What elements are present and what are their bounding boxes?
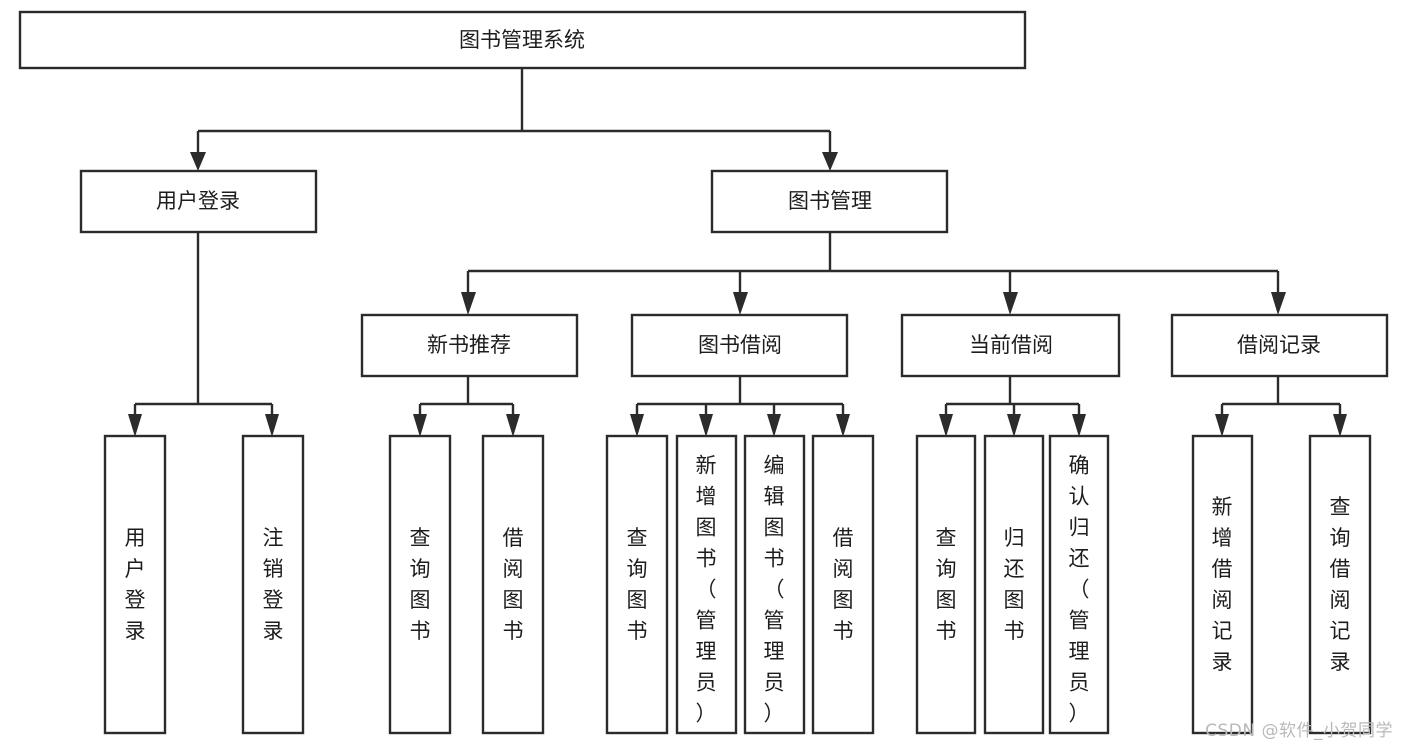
connector-layer (128, 68, 1347, 437)
arrow-to-leaf-confirm-return (1072, 414, 1086, 437)
node-book-borrow[interactable]: 图书借阅 (630, 313, 849, 378)
current-borrow-box[interactable] (900, 313, 1121, 378)
book-manage-box[interactable] (710, 169, 949, 234)
node-book-manage[interactable]: 图书管理 (710, 169, 949, 234)
node-leaf-user-login[interactable]: 用户登录 (103, 434, 167, 735)
leaf-return-book-label: 归还图书 (1004, 526, 1025, 643)
book-manage-label: 图书管理 (788, 189, 872, 213)
arrow-to-book-borrow (733, 292, 748, 315)
arrow-to-borrow-record (1271, 292, 1286, 315)
root-label: 图书管理系统 (459, 28, 585, 52)
leaf-borrow-book-1-label: 借阅图书 (503, 526, 524, 643)
arrow-to-leaf-user-login (128, 414, 142, 437)
leaf-query-book-2-label: 查询图书 (627, 526, 648, 643)
leaf-return-book-box[interactable] (983, 434, 1045, 735)
leaf-logout-box[interactable] (241, 434, 305, 735)
user-login-box[interactable] (79, 169, 318, 234)
leaf-query-book-2-box[interactable] (605, 434, 669, 735)
book-borrow-box[interactable] (630, 313, 849, 378)
arrow-to-leaf-edit-book (767, 414, 781, 437)
arrow-to-leaf-return-book (1007, 414, 1021, 437)
node-root[interactable]: 图书管理系统 (18, 10, 1027, 70)
book-borrow-label: 图书借阅 (698, 333, 782, 357)
new-book-recommend-box[interactable] (360, 313, 579, 378)
leaf-user-login-label: 用户登录 (125, 526, 146, 643)
arrow-to-leaf-query-book-3 (939, 414, 953, 437)
csdn-watermark: CSDN @软件_小贺同学 (1205, 721, 1393, 741)
node-leaf-query-record[interactable]: 查询借阅记录 (1308, 434, 1372, 735)
arrow-to-leaf-borrow-book-1 (506, 414, 520, 437)
arrow-to-leaf-query-book-1 (413, 414, 427, 437)
node-leaf-add-record[interactable]: 新增借阅记录 (1191, 434, 1254, 735)
leaf-edit-book-box[interactable] (743, 434, 806, 735)
current-borrow-label: 当前借阅 (969, 333, 1053, 357)
arrow-to-book-manage (822, 152, 838, 171)
arrow-to-leaf-borrow-book-2 (836, 414, 850, 437)
borrow-record-box[interactable] (1170, 313, 1389, 378)
arrow-to-leaf-query-record (1333, 414, 1347, 437)
arrow-to-leaf-add-record (1215, 414, 1229, 437)
node-leaf-borrow-book-1[interactable]: 借阅图书 (481, 434, 545, 735)
leaf-confirm-return-label: 确认归还（管理员） (1069, 453, 1090, 725)
node-leaf-return-book[interactable]: 归还图书 (983, 434, 1045, 735)
leaf-query-book-1-label: 查询图书 (410, 526, 431, 643)
arrow-to-user-login (190, 152, 206, 171)
arrow-to-current-borrow (1003, 292, 1018, 315)
node-leaf-query-book-1[interactable]: 查询图书 (388, 434, 452, 735)
arrow-to-leaf-query-book-2 (630, 414, 644, 437)
node-leaf-add-book[interactable]: 新增图书（管理员） (675, 434, 738, 735)
arrow-to-new-book-recommend (461, 292, 476, 315)
leaf-edit-book-label: 编辑图书（管理员） (764, 453, 785, 725)
leaf-query-book-3-box[interactable] (915, 434, 977, 735)
leaf-borrow-book-2-box[interactable] (811, 434, 875, 735)
leaf-query-book-3-label: 查询图书 (936, 526, 957, 643)
leaf-user-login-box[interactable] (103, 434, 167, 735)
node-user-login[interactable]: 用户登录 (79, 169, 318, 234)
root-box[interactable] (18, 10, 1027, 70)
node-borrow-record[interactable]: 借阅记录 (1170, 313, 1389, 378)
leaf-query-book-1-box[interactable] (388, 434, 452, 735)
arrow-to-leaf-add-book (699, 414, 713, 437)
leaf-add-book-box[interactable] (675, 434, 738, 735)
leaf-query-record-box[interactable] (1308, 434, 1372, 735)
node-leaf-logout[interactable]: 注销登录 (241, 434, 305, 735)
arrow-to-leaf-logout (265, 414, 279, 437)
leaf-add-record-box[interactable] (1191, 434, 1254, 735)
leaf-borrow-book-1-box[interactable] (481, 434, 545, 735)
node-leaf-query-book-3[interactable]: 查询图书 (915, 434, 977, 735)
leaf-query-record-label: 查询借阅记录 (1330, 495, 1351, 674)
new-book-recommend-label: 新书推荐 (427, 333, 511, 357)
leaf-confirm-return-box[interactable] (1048, 434, 1110, 735)
leaf-logout-label: 注销登录 (263, 526, 284, 643)
borrow-record-label: 借阅记录 (1237, 333, 1321, 357)
leaf-add-book-label: 新增图书（管理员） (696, 453, 717, 725)
node-leaf-edit-book[interactable]: 编辑图书（管理员） (743, 434, 806, 735)
leaf-add-record-label: 新增借阅记录 (1212, 495, 1233, 674)
node-current-borrow[interactable]: 当前借阅 (900, 313, 1121, 378)
node-leaf-confirm-return[interactable]: 确认归还（管理员） (1048, 434, 1110, 735)
node-leaf-query-book-2[interactable]: 查询图书 (605, 434, 669, 735)
node-leaf-borrow-book-2[interactable]: 借阅图书 (811, 434, 875, 735)
node-new-book-recommend[interactable]: 新书推荐 (360, 313, 579, 378)
user-login-label: 用户登录 (156, 189, 240, 213)
leaf-borrow-book-2-label: 借阅图书 (833, 526, 854, 643)
